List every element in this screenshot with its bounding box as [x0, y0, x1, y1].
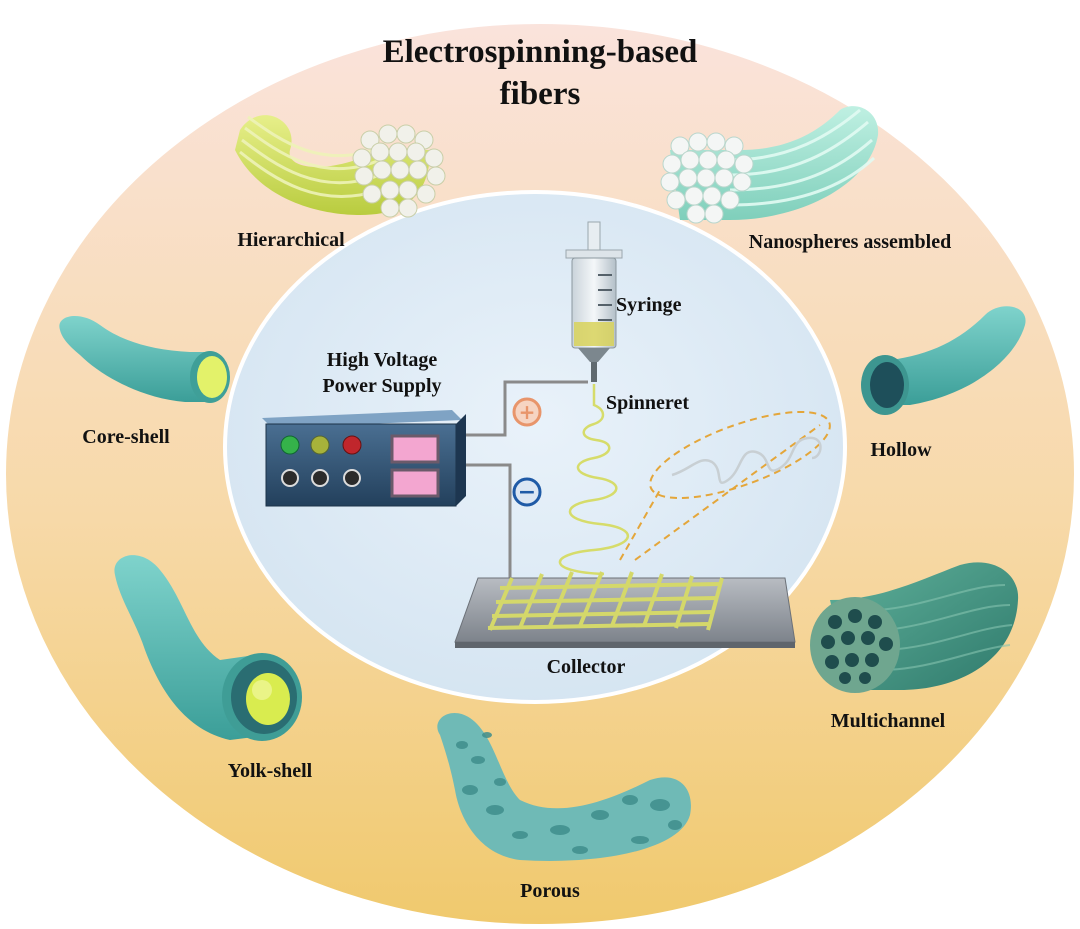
label-syringe: Syringe [616, 294, 682, 316]
label-core-shell: Core-shell [82, 426, 170, 448]
label-nanospheres-assembled: Nanospheres assembled [749, 231, 951, 253]
label-porous: Porous [520, 880, 580, 902]
label-collector: Collector [547, 656, 626, 678]
label-power-supply-line2: Power Supply [322, 375, 441, 397]
syringe-illustration [565, 221, 623, 382]
hollow-fiber-illustration [861, 306, 1026, 415]
diagram-title-line2: fibers [500, 76, 581, 112]
label-hierarchical: Hierarchical [237, 229, 345, 251]
porous-fiber-illustration [437, 713, 691, 861]
label-hollow: Hollow [870, 439, 932, 461]
collector-plate [454, 571, 796, 648]
svg-text:−: − [518, 480, 536, 505]
hierarchical-fiber-illustration [235, 115, 446, 218]
fiber-jet-spiral [558, 384, 630, 576]
zoom-callout [619, 410, 831, 561]
multichannel-fiber-illustration [810, 562, 1019, 693]
yolk-shell-fiber-illustration [114, 555, 302, 741]
label-yolk-shell: Yolk-shell [228, 760, 313, 782]
svg-text:+: + [519, 400, 536, 424]
nanospheres-fiber-illustration [660, 106, 879, 224]
wires [466, 380, 588, 590]
positive-terminal-icon: + [512, 397, 542, 427]
label-multichannel: Multichannel [831, 710, 946, 732]
power-supply-box [262, 410, 466, 507]
negative-terminal-icon: − [512, 477, 542, 507]
diagram-title-line1: Electrospinning-based [383, 34, 698, 70]
label-power-supply-line1: High Voltage [327, 349, 438, 371]
zoomed-fiber-strand [671, 436, 822, 484]
core-shell-fiber-illustration [59, 315, 230, 403]
inner-circle [223, 190, 847, 704]
label-spinneret: Spinneret [606, 392, 689, 414]
